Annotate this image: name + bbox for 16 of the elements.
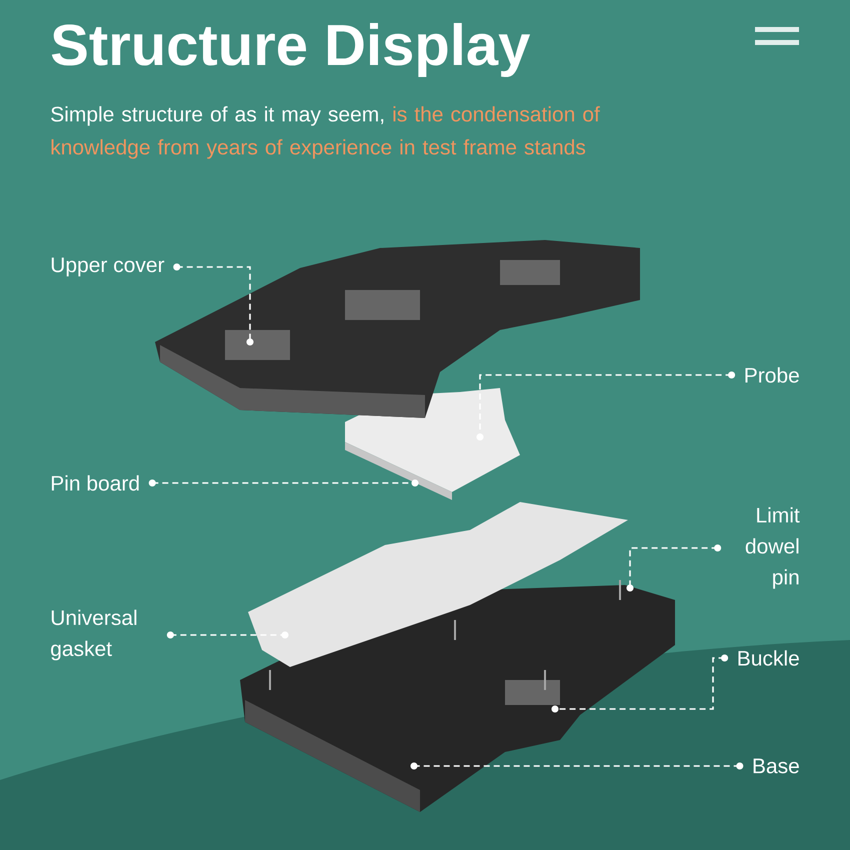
part-label: Base bbox=[754, 758, 799, 774]
title: Structure Display bbox=[52, 22, 530, 78]
leader-line bbox=[552, 654, 728, 712]
part-label: Probe bbox=[746, 367, 799, 383]
leader-line bbox=[173, 264, 254, 346]
part-label: Pin board bbox=[52, 475, 139, 491]
leader-line bbox=[626, 544, 722, 592]
part-label: Upper cover bbox=[52, 258, 164, 276]
leader-line bbox=[476, 372, 736, 440]
leader-line bbox=[148, 480, 418, 486]
leader-line bbox=[410, 762, 744, 770]
part-label: Limit dowel pin bbox=[746, 507, 800, 589]
leader-line bbox=[166, 632, 288, 638]
part-label: Universal gasket bbox=[51, 610, 136, 660]
subtitle: Simple structure of as it may seem, is the condensation of knowledge from years of experience in test frame stands bbox=[51, 106, 600, 159]
part-label: Buckle bbox=[738, 650, 799, 666]
